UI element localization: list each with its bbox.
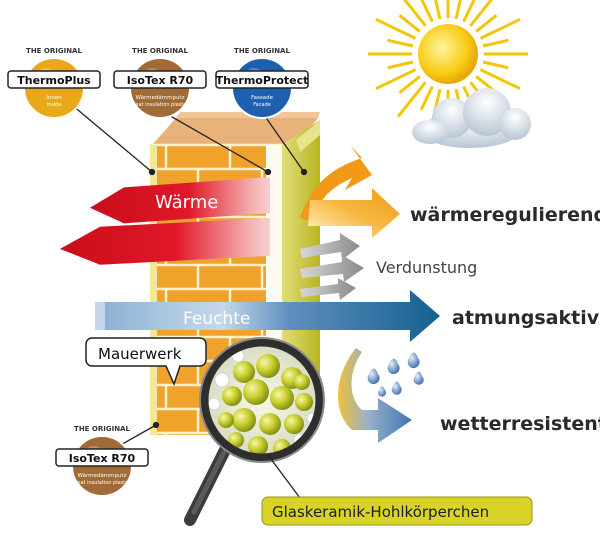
- badge-name: IsoTex R70: [127, 74, 194, 87]
- badge-sub1: Fassade: [251, 95, 274, 101]
- badge-isotex-r70: THE ORIGINAL IsoTex R70WärmedämmputzHeat …: [113, 47, 207, 119]
- badge-sub2: Heat insulation plaster: [132, 102, 190, 108]
- badge-top-text: THE ORIGINAL: [74, 425, 130, 433]
- badge-isotex-r70-lower: THE ORIGINAL IsoTex R70WärmedämmputzHeat …: [55, 425, 149, 497]
- badge-sub1: Innen: [46, 95, 62, 101]
- badge-sub1: Wärmedämmputz: [78, 473, 127, 479]
- ceramic-sphere-13: [228, 432, 244, 448]
- ceramic-sphere-6: [295, 393, 313, 411]
- label-glaskeramik: Glaskeramik-Hohlkörperchen: [272, 503, 489, 521]
- label-feuchte: Feuchte: [183, 309, 250, 329]
- badge-sub2: Inside: [47, 102, 62, 108]
- ceramic-sphere-14: [294, 374, 310, 390]
- magnifier-icon: [184, 337, 325, 526]
- badge-name: ThermoProtect: [216, 74, 309, 87]
- weather-arrow: [338, 348, 412, 443]
- ceramic-sphere-1: [256, 354, 280, 378]
- badge-top-text: THE ORIGINAL: [26, 47, 82, 55]
- badge-sub1: Wärmedämmputz: [136, 95, 185, 101]
- ceramic-sphere-5: [270, 386, 294, 410]
- warmth-arrow: [300, 145, 400, 238]
- label-waerme: Wärme: [155, 192, 218, 213]
- badge-sub2: Facade: [253, 102, 271, 108]
- heat-arrow-lower: [60, 217, 270, 265]
- ceramic-sphere-8: [259, 413, 281, 435]
- ceramic-sphere-9: [284, 414, 304, 434]
- label-mauerwerk: Mauerwerk: [98, 345, 182, 363]
- mauerwerk-callout: Mauerwerk: [85, 337, 207, 387]
- water-drops: [367, 352, 424, 397]
- ceramic-sphere-12: [218, 412, 234, 428]
- label-verdunstung: Verdunstung: [376, 258, 477, 277]
- badge-top-text: THE ORIGINAL: [234, 47, 290, 55]
- ceramic-sphere-4: [243, 379, 269, 405]
- label-waermeregulierend: wärmeregulierend: [410, 204, 600, 226]
- badge-name: ThermoPlus: [17, 74, 91, 87]
- ceramic-sphere-10: [248, 436, 268, 456]
- glaskeramik-label: Glaskeramik-Hohlkörperchen: [261, 496, 533, 526]
- heat-arrow-upper: [90, 177, 270, 224]
- evaporation-arrows: [300, 233, 364, 300]
- badge-sub2: Heat insulation plaster: [74, 480, 132, 486]
- label-wetterresistent: wetterresistent: [440, 413, 600, 435]
- lens-filler-2: [207, 397, 221, 411]
- callout-lines: [71, 104, 308, 499]
- moisture-arrow: [95, 290, 440, 342]
- sun-icon: [368, 0, 528, 133]
- badge-name: IsoTex R70: [69, 452, 136, 465]
- ceramic-sphere-3: [222, 386, 242, 406]
- lens-filler-0: [214, 372, 230, 388]
- ceramic-sphere-0: [233, 361, 255, 383]
- cloud-icon: [412, 88, 531, 148]
- label-atmungsaktiv: atmungsaktiv: [452, 307, 600, 329]
- ceramic-sphere-7: [232, 408, 256, 432]
- badge-top-text: THE ORIGINAL: [132, 47, 188, 55]
